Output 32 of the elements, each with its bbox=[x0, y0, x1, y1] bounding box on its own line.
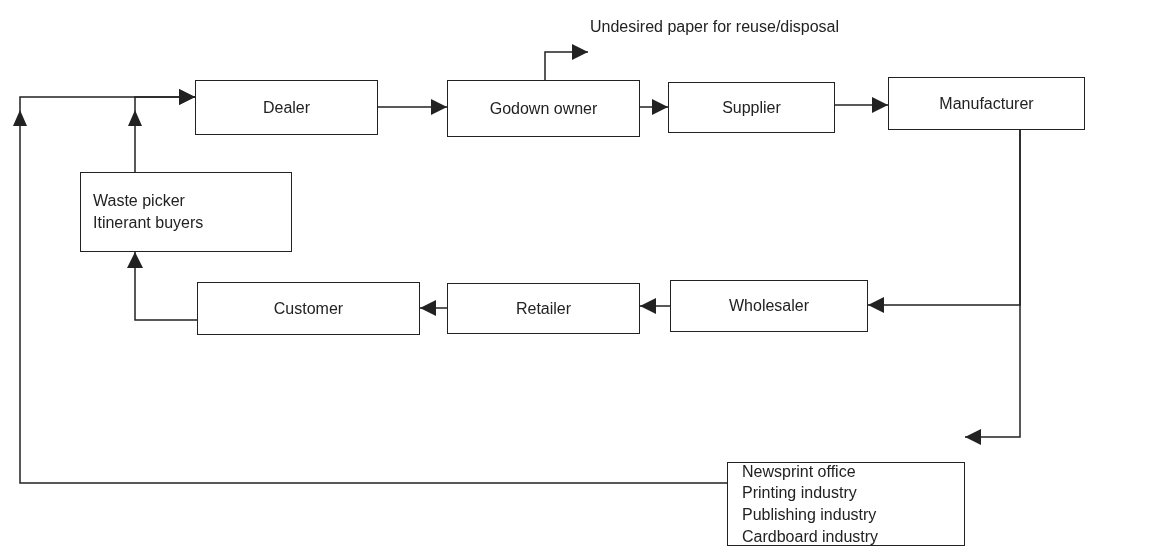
arrow bbox=[639, 99, 669, 115]
node-label: Cardboard industry bbox=[742, 526, 879, 546]
node-label: Newsprint office bbox=[742, 461, 856, 482]
arrow bbox=[127, 251, 198, 321]
arrow bbox=[964, 129, 1021, 445]
node-label: Dealer bbox=[262, 97, 311, 118]
node-label: Wholesaler bbox=[729, 296, 809, 317]
node-label: Publishing industry bbox=[742, 505, 877, 525]
node-label: Retailer bbox=[515, 298, 572, 319]
process-box bbox=[447, 80, 640, 137]
process-box bbox=[197, 282, 420, 335]
arrow bbox=[13, 89, 728, 484]
arrow bbox=[834, 97, 889, 113]
process-box bbox=[670, 280, 868, 332]
node-label: Manufacturer bbox=[939, 93, 1034, 114]
arrow bbox=[419, 300, 448, 316]
node-label: Godown owner bbox=[489, 98, 598, 119]
node-label: Customer bbox=[273, 298, 344, 319]
node-label: Printing industry bbox=[742, 483, 857, 504]
arrow bbox=[544, 44, 589, 81]
arrow bbox=[639, 298, 671, 314]
output-label: Undesired paper for reuse/disposal bbox=[590, 17, 840, 38]
process-box bbox=[727, 462, 965, 546]
process-box bbox=[195, 80, 378, 135]
arrow bbox=[377, 99, 448, 115]
process-box bbox=[80, 172, 292, 252]
node-label: Itinerant buyers bbox=[93, 213, 204, 233]
process-box bbox=[888, 77, 1085, 130]
node-label: Supplier bbox=[722, 97, 781, 118]
process-box bbox=[668, 82, 835, 133]
process-box bbox=[447, 283, 640, 334]
node-label: Waste picker bbox=[93, 191, 185, 212]
